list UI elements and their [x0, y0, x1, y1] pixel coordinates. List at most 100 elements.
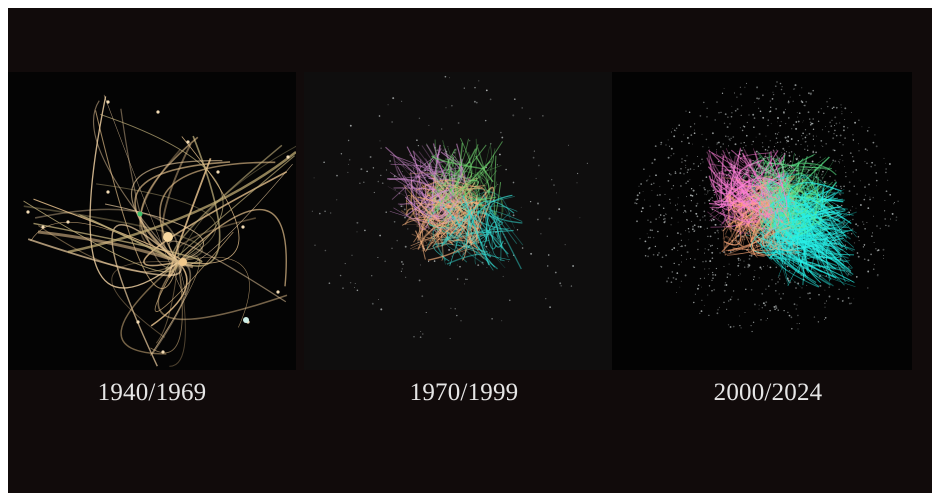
network-node [649, 175, 651, 177]
network-edge [410, 229, 450, 247]
network-node [755, 150, 758, 153]
network-edge [431, 174, 461, 212]
network-node [761, 307, 763, 309]
network-node [758, 277, 760, 279]
network-node [784, 108, 786, 110]
network-node [787, 117, 790, 119]
network-edge [708, 149, 747, 194]
network-node [405, 276, 407, 278]
network-node [448, 248, 451, 251]
network-node [882, 257, 885, 259]
network-node [793, 173, 795, 175]
network-edge [177, 145, 296, 263]
network-node [834, 160, 837, 163]
network-node [786, 265, 789, 268]
network-edge [762, 206, 819, 288]
network-node [801, 287, 803, 289]
network-node [760, 268, 763, 270]
network-node [811, 196, 813, 198]
network-node [354, 282, 356, 285]
network-edge [393, 200, 441, 233]
network-node [731, 112, 733, 114]
network-node [670, 224, 672, 226]
period-label-1940-1969: 1940/1969 [97, 379, 207, 406]
network-edge [37, 230, 194, 269]
network-edge [791, 256, 856, 288]
network-edge [706, 151, 744, 204]
network-edge [419, 177, 460, 233]
network-node [769, 266, 772, 269]
network-edge [131, 160, 223, 263]
network-node [852, 228, 854, 230]
network-edge [791, 161, 820, 172]
network-node [348, 163, 349, 165]
network-node [688, 111, 691, 114]
network-node [797, 282, 800, 285]
network-node [895, 216, 898, 218]
network-node [787, 135, 790, 138]
network-node [685, 211, 687, 213]
network-node [521, 107, 524, 109]
network-node [825, 126, 826, 127]
network-edge [706, 157, 745, 218]
network-node [783, 93, 785, 95]
network-node [790, 151, 793, 153]
network-node [314, 244, 316, 246]
network-node [502, 275, 504, 278]
network-edge [416, 219, 464, 232]
network-node [485, 89, 488, 92]
network-node [764, 304, 767, 307]
network-node [864, 148, 867, 151]
network-node [378, 115, 381, 117]
network-node [579, 217, 581, 219]
network-node [884, 210, 886, 212]
network-node [692, 143, 693, 145]
network-node [639, 238, 641, 240]
network-edge [446, 253, 492, 265]
network-edge [444, 155, 454, 179]
network-node [767, 124, 769, 127]
network-node [700, 310, 703, 312]
network-node [777, 141, 779, 144]
network-node [868, 183, 870, 186]
network-node [699, 185, 701, 187]
network-node [799, 296, 801, 298]
network-node [788, 154, 791, 157]
network-node [708, 268, 710, 270]
network-node [708, 314, 710, 317]
network-node [649, 236, 651, 239]
network-node [804, 136, 807, 139]
network-node [741, 235, 744, 238]
network-node [665, 254, 667, 257]
network-node [729, 139, 731, 141]
network-node [665, 213, 667, 215]
network-node [845, 175, 847, 178]
network-edge [150, 261, 188, 327]
network-node [728, 138, 731, 140]
network-node [547, 254, 550, 256]
network-node [445, 150, 448, 153]
network-node [336, 199, 338, 201]
network-node [823, 318, 825, 320]
network-node [734, 109, 737, 112]
network-node [806, 149, 809, 151]
network-node [380, 174, 382, 177]
network-node [829, 97, 831, 99]
network-node [788, 146, 790, 147]
network-node [660, 266, 663, 268]
network-node [820, 140, 823, 142]
network-node [328, 282, 331, 285]
network-edge [426, 162, 464, 203]
network-node [876, 274, 879, 277]
network-node [783, 254, 785, 256]
network-edge [493, 155, 502, 216]
network-node [676, 209, 678, 211]
network-node [889, 218, 892, 220]
network-node [731, 225, 734, 228]
network-node [441, 128, 443, 130]
network-node [686, 258, 687, 260]
network-edge [774, 195, 852, 265]
network-node [864, 161, 866, 163]
network-node [737, 150, 739, 152]
network-node [548, 217, 551, 220]
